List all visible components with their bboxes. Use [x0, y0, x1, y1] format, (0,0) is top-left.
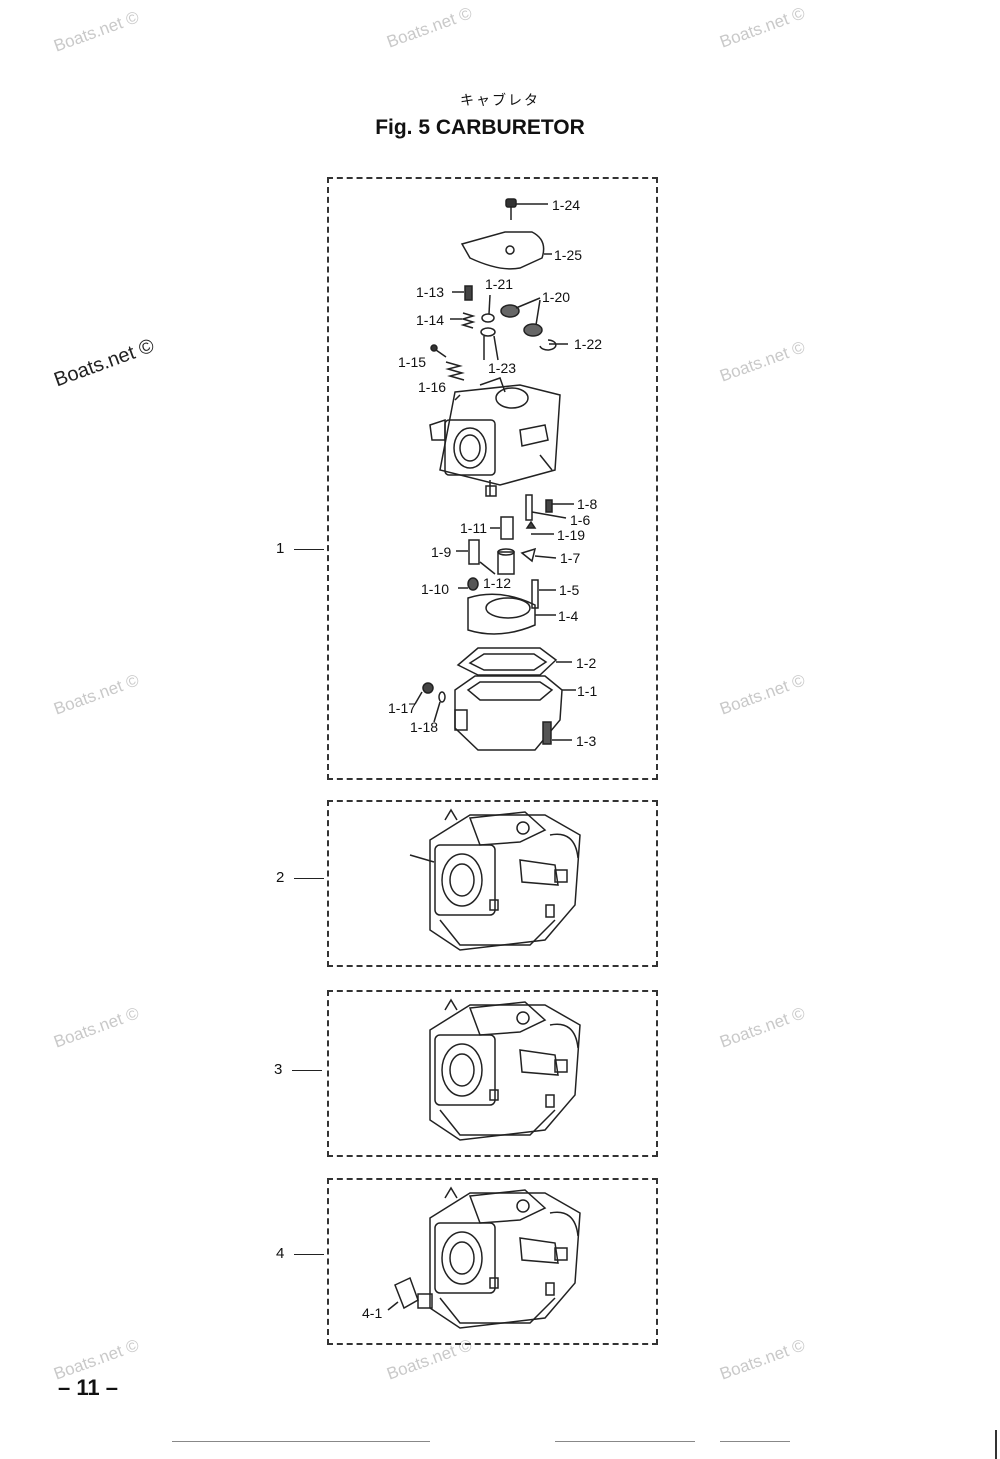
label-1-22: 1-22 [574, 336, 603, 352]
part-gasket-1-2 [456, 647, 572, 676]
label-1-16: 1-16 [418, 379, 447, 395]
scan-artifact-line [995, 1430, 998, 1459]
part-screw-1-17 [414, 682, 434, 705]
label-1-8: 1-8 [577, 496, 598, 512]
assembly-3-ref: 3 [274, 1061, 323, 1078]
carb-assembly-4-drawing [429, 1186, 581, 1329]
scan-artifact-line [172, 1441, 430, 1442]
part-screw-1-13 [452, 285, 473, 301]
label-1-21: 1-21 [485, 276, 514, 292]
figure-title: Fig. 5 CARBURETOR [375, 116, 585, 139]
label-1-10: 1-10 [421, 581, 450, 597]
carb-assembly-2-drawing [409, 808, 581, 951]
label-1-12: 1-12 [483, 575, 512, 591]
label-1-23: 1-23 [488, 360, 517, 376]
part-spring-1-14 [450, 312, 476, 329]
part-1-11 [490, 516, 514, 540]
label-4-1: 4-1 [362, 1305, 383, 1321]
part-1-10 [458, 577, 479, 591]
carb-assembly-3-drawing [429, 998, 581, 1141]
assembly-2-box [327, 800, 658, 967]
label-1-13: 1-13 [416, 284, 445, 300]
part-4-1 [387, 1276, 433, 1311]
scan-artifact-line [720, 1441, 790, 1442]
japanese-title: キャブレタ [460, 92, 540, 108]
label-1-17: 1-17 [388, 700, 417, 716]
label-1-19: 1-19 [557, 527, 586, 543]
part-1-7 [520, 547, 557, 563]
part-float-1-4 [467, 593, 556, 635]
assembly-4-box [327, 1178, 658, 1345]
part-1-9 [456, 539, 480, 565]
label-1-14: 1-14 [416, 312, 445, 328]
part-carb-body-main [429, 377, 561, 497]
part-pin-1-5 [531, 579, 556, 609]
label-1-5: 1-5 [559, 582, 580, 598]
label-1-6: 1-6 [570, 512, 591, 528]
label-1-11: 1-11 [460, 520, 487, 536]
part-screw-1-3 [542, 721, 572, 745]
assembly-1-ref: 1 [276, 540, 325, 557]
label-1-25: 1-25 [554, 247, 583, 263]
label-1-4: 1-4 [558, 608, 579, 624]
part-ring-1-18 [433, 691, 446, 723]
assembly-4-ref: 4 [276, 1245, 325, 1262]
part-caps-1-20 [500, 297, 543, 337]
scan-artifact-line [555, 1441, 695, 1442]
part-screw-1-15 [430, 344, 447, 358]
part-spring-1-16 [445, 361, 465, 381]
label-1-24: 1-24 [552, 197, 581, 213]
assembly-1-box [327, 177, 658, 780]
part-screw-1-8 [545, 499, 574, 513]
part-1-6 [525, 494, 567, 521]
assembly-3-box [327, 990, 658, 1157]
label-1-1: 1-1 [577, 683, 598, 699]
part-cover-1-25 [460, 231, 552, 270]
label-1-7: 1-7 [560, 550, 581, 566]
part-1-12 [479, 548, 515, 575]
label-1-15: 1-15 [398, 354, 427, 370]
part-screw-1-24 [505, 198, 548, 220]
part-1-21 [480, 294, 499, 361]
label-1-3: 1-3 [576, 733, 597, 749]
label-1-18: 1-18 [410, 719, 439, 735]
label-1-20: 1-20 [542, 289, 571, 305]
part-clip-1-22 [539, 339, 568, 351]
label-1-9: 1-9 [431, 544, 452, 560]
page-number: – 11 – [58, 1375, 118, 1400]
part-bowl-1-1 [454, 675, 576, 751]
label-1-2: 1-2 [576, 655, 597, 671]
assembly-2-ref: 2 [276, 869, 325, 886]
part-1-19 [525, 520, 554, 535]
